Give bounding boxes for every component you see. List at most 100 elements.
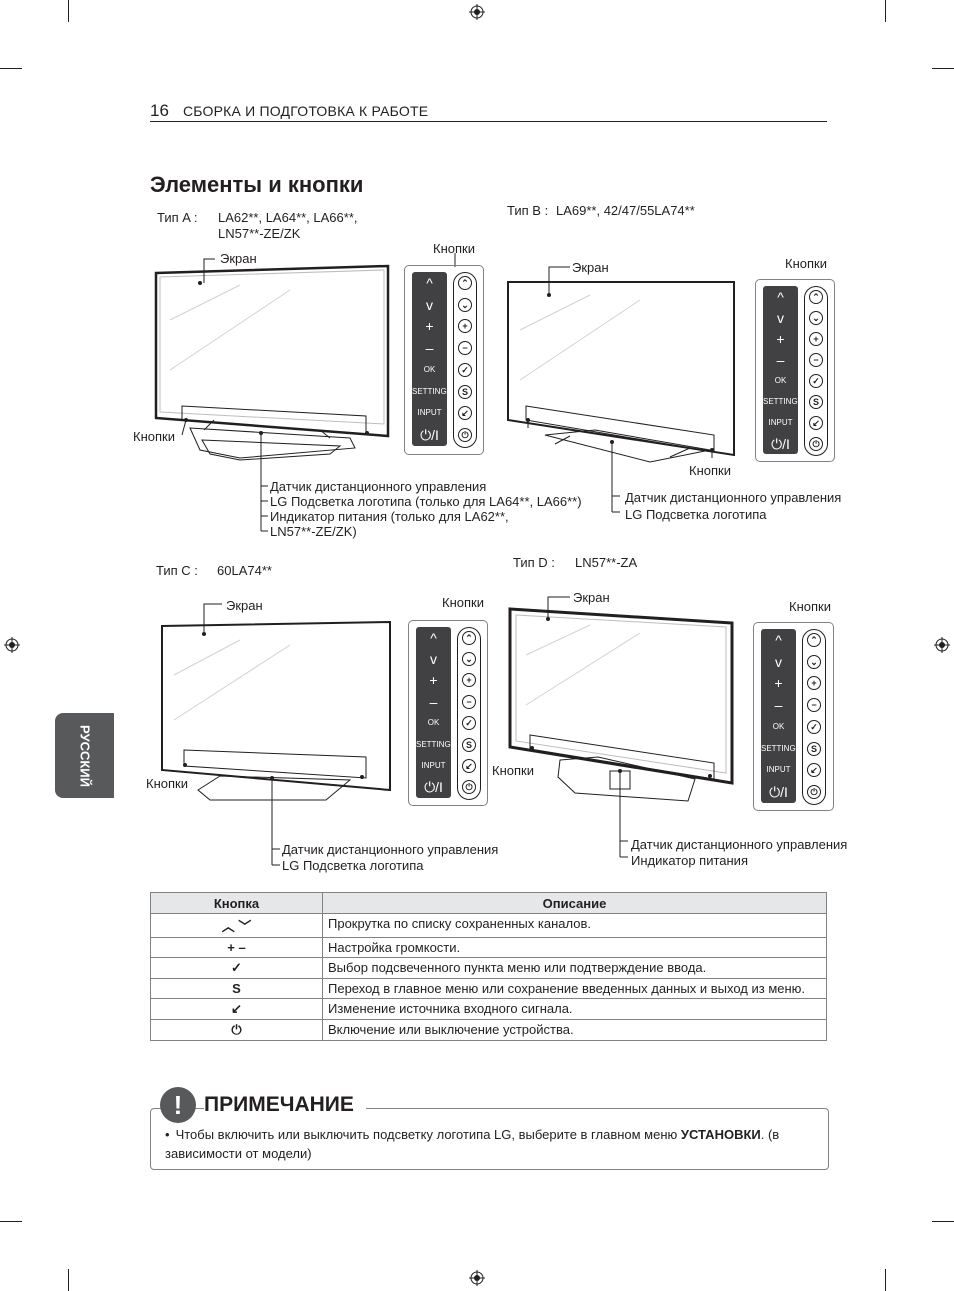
desc-cell: Переход в главное меню или сохранение вв…	[322, 978, 827, 999]
input-icon: ↙	[462, 758, 476, 773]
panel-label-power: ⏻/I	[424, 779, 443, 796]
panel-label-power: ⏻/I	[771, 435, 790, 452]
crop-mark	[0, 1221, 22, 1222]
power-icon: ⏻	[809, 436, 823, 451]
control-panel-b	[755, 279, 835, 462]
down-icon: ⌄	[807, 654, 821, 669]
panel-label-input: INPUT	[421, 760, 446, 770]
type-a-callout-3: Индикатор питания (только для LA62**,	[270, 509, 509, 524]
plus-icon: +	[807, 676, 821, 691]
panel-label-input: INPUT	[766, 765, 791, 775]
type-d-callout-1: Датчик дистанционного управления	[631, 837, 848, 852]
tv-diagram-d	[508, 596, 734, 858]
type-c-buttons-left-label: Кнопки	[146, 776, 188, 791]
key-cell: ↙	[150, 998, 323, 1020]
panel-label-minus: –	[774, 697, 783, 714]
type-c-callout-2: LG Подсветка логотипа	[282, 858, 424, 873]
panel-label-minus: –	[425, 340, 434, 357]
panel-label-up: ^	[775, 631, 782, 648]
minus-icon: −	[462, 694, 476, 709]
crop-mark	[932, 1221, 954, 1222]
panel-label-settings: SETTINGS	[761, 743, 802, 753]
panel-label-power: ⏻/I	[769, 784, 788, 801]
type-d-buttons-top-label: Кнопки	[789, 599, 831, 614]
registration-mark-icon	[4, 637, 20, 653]
control-panel-c	[408, 620, 488, 806]
panel-label-ok: OK	[774, 375, 787, 385]
settings-icon: S	[809, 394, 823, 409]
panel-label-down: v	[430, 651, 437, 668]
plus-icon: +	[809, 331, 823, 346]
panel-label-settings: SETTINGS	[412, 386, 453, 396]
desc-cell: Включение или выключение устройства.	[322, 1019, 827, 1041]
panel-label-up: ^	[426, 274, 433, 291]
control-panel-a	[404, 265, 484, 455]
panel-label-ok: OK	[772, 721, 785, 731]
key-cell: ✓	[150, 957, 323, 979]
crop-mark	[68, 0, 69, 22]
crop-mark	[932, 68, 954, 69]
type-a-label: Тип A :	[157, 210, 198, 225]
key-cell: + –	[150, 937, 323, 958]
ok-icon: ✓	[462, 716, 476, 731]
chapter-title: СБОРКА И ПОДГОТОВКА К РАБОТЕ	[183, 103, 429, 119]
panel-label-down: v	[777, 309, 784, 326]
desc-cell: Настройка громкости.	[322, 937, 827, 958]
settings-icon: S	[458, 384, 472, 399]
page-number: 16	[150, 101, 169, 120]
key-cell: ︿ ﹀	[150, 913, 323, 938]
control-panel-d	[753, 622, 834, 811]
panel-label-minus: –	[776, 351, 785, 368]
panel-label-down: v	[426, 296, 433, 313]
note-text: •Чтобы включить или выключить подсветку …	[165, 1127, 780, 1161]
desc-cell: Выбор подсвеченного пункта меню или подт…	[322, 957, 827, 979]
table-header-key: Кнопка	[150, 892, 323, 914]
type-c-screen-label: Экран	[226, 598, 263, 613]
panel-label-settings: SETTINGS	[416, 739, 457, 749]
input-icon: ↙	[807, 763, 821, 778]
bullet: •	[165, 1127, 170, 1142]
type-a-callout-1: Датчик дистанционного управления	[270, 479, 487, 494]
panel-label-ok: OK	[427, 718, 440, 728]
up-icon: ⌃	[809, 289, 823, 304]
header-rule	[150, 121, 827, 122]
table-header-desc: Описание	[322, 892, 827, 914]
crop-mark	[68, 1269, 69, 1291]
type-d-models: LN57**-ZA	[575, 555, 638, 570]
table-row: ⏻Включение или выключение устройства.	[150, 1019, 827, 1041]
type-b-label: Тип B :	[507, 203, 549, 218]
type-d-label: Тип D :	[513, 555, 555, 570]
settings-icon: S	[807, 741, 821, 756]
ok-icon: ✓	[458, 362, 472, 377]
tv-diagram-c	[161, 603, 391, 866]
panel-label-up: ^	[777, 288, 784, 305]
registration-mark-icon	[934, 637, 950, 653]
power-icon: ⏻	[458, 428, 472, 443]
panel-label-plus: +	[774, 675, 783, 692]
exclamation-icon: !	[160, 1087, 196, 1123]
type-a-callout-4: LN57**-ZE/ZK)	[270, 524, 357, 539]
up-icon: ⌃	[807, 632, 821, 647]
ok-icon: ✓	[809, 373, 823, 388]
panel-label-input: INPUT	[417, 408, 442, 418]
section-title: Элементы и кнопки	[150, 172, 364, 197]
type-b-callout-2: LG Подсветка логотипа	[625, 507, 767, 522]
type-b-buttons-bottom-label: Кнопки	[689, 463, 731, 478]
minus-icon: −	[809, 352, 823, 367]
tv-diagram-a	[154, 253, 456, 532]
panel-label-plus: +	[429, 672, 438, 689]
type-a-models-line2: LN57**-ZE/ZK	[218, 226, 301, 241]
type-b-buttons-top-label: Кнопки	[785, 256, 827, 271]
settings-icon: S	[462, 737, 476, 752]
type-d-buttons-left-label: Кнопки	[492, 763, 534, 778]
key-cell: S	[150, 978, 323, 999]
up-icon: ⌃	[458, 275, 472, 290]
panel-label-plus: +	[425, 318, 434, 335]
down-icon: ⌄	[462, 652, 476, 667]
type-a-buttons-top-label: Кнопки	[433, 241, 475, 256]
input-icon: ↙	[458, 406, 472, 421]
registration-mark-icon	[469, 4, 485, 20]
key-cell: ⏻	[150, 1019, 323, 1041]
panel-label-up: ^	[430, 629, 437, 646]
